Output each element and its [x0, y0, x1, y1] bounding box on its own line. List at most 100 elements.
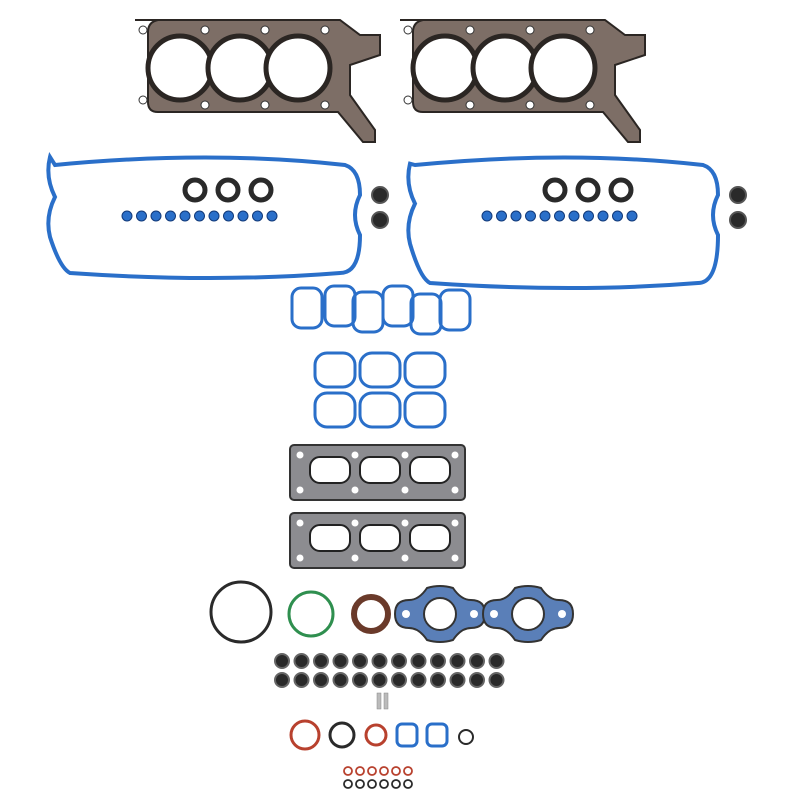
- bolt-hole: [351, 451, 359, 459]
- bolt-hole: [401, 451, 409, 459]
- intake-port-seal: [358, 391, 402, 429]
- green-o-ring: [287, 590, 335, 638]
- grommet: [597, 210, 609, 222]
- valve-stem-seal: [449, 672, 466, 688]
- valve-stem-seal: [371, 653, 388, 669]
- bolt-hole: [296, 486, 304, 494]
- small-o-ring: [391, 779, 401, 789]
- grommet: [208, 210, 220, 222]
- bolt-hole: [260, 25, 270, 35]
- valve-stem-seal: [410, 672, 427, 688]
- bolt-hole: [401, 554, 409, 562]
- cam-seal: [729, 186, 747, 204]
- front-crank-seal: [351, 594, 391, 634]
- small-o-ring: [379, 766, 389, 776]
- bolt-hole: [490, 610, 498, 618]
- valve-stem-seal: [274, 672, 290, 688]
- grommet: [150, 210, 162, 222]
- valve-stem-seal: [469, 672, 485, 688]
- small-o-ring: [391, 766, 401, 776]
- intake-port-seal: [403, 391, 447, 429]
- bolt-hole: [585, 100, 595, 110]
- valve-stem-seal: [391, 672, 407, 688]
- spark-plug-tube-seal: [575, 177, 601, 203]
- intake-port-seal: [403, 351, 447, 389]
- grommet: [121, 210, 133, 222]
- bolt-hole: [525, 100, 535, 110]
- grommet: [626, 210, 638, 222]
- exhaust-port: [309, 456, 351, 484]
- head-gasket-right: [400, 19, 646, 143]
- valve-stem-seal: [352, 653, 368, 669]
- valve-stem-seal: [410, 653, 427, 669]
- o-ring: [364, 723, 388, 747]
- bolt-hole: [296, 451, 304, 459]
- bolt-hole: [320, 100, 330, 110]
- grommet: [266, 210, 278, 222]
- valve-stem-seal: [391, 653, 407, 669]
- bolt-hole: [402, 610, 410, 618]
- bolt-hole: [465, 100, 475, 110]
- small-o-ring: [367, 766, 377, 776]
- grommet: [539, 210, 551, 222]
- valve-cover-gasket-right: [406, 155, 747, 290]
- exhaust-port: [359, 524, 401, 552]
- intake-port: [351, 290, 385, 334]
- valve-stem-seal: [313, 653, 329, 669]
- small-o-ring: [367, 779, 377, 789]
- valve-cover-gasket-left: [46, 151, 389, 280]
- cylinder-bore: [145, 33, 215, 103]
- cam-seal: [729, 211, 747, 229]
- cam-seal: [371, 211, 389, 229]
- bolt-hole: [296, 554, 304, 562]
- flange-gasket-2: [481, 585, 575, 643]
- bolt-hole: [585, 25, 595, 35]
- intake-port-seal: [313, 391, 357, 429]
- cylinder-bore: [470, 33, 540, 103]
- grommet: [136, 210, 147, 222]
- grommet: [496, 210, 507, 222]
- valve-stem-seal: [430, 672, 446, 688]
- cylinder-bore: [410, 33, 480, 103]
- spark-plug-tube-seal: [542, 177, 568, 203]
- valve-stem-seal: [274, 653, 290, 669]
- bolt-hole: [351, 486, 359, 494]
- intake-port: [323, 284, 357, 328]
- cylinder-bore: [528, 33, 598, 103]
- bolt-hole: [138, 95, 148, 105]
- valve-stem-seal: [430, 653, 446, 669]
- grommet: [237, 210, 249, 222]
- bolt-hole: [525, 25, 535, 35]
- spark-plug-tube-seal: [248, 177, 274, 203]
- grommet: [165, 210, 176, 222]
- grommet: [510, 210, 522, 222]
- o-ring: [289, 719, 321, 751]
- valve-stem-seal: [332, 672, 349, 688]
- intake-port: [381, 284, 415, 328]
- square-seal: [425, 722, 449, 748]
- grommet: [481, 210, 493, 222]
- bolt-hole: [451, 519, 459, 527]
- flange-bore: [511, 597, 545, 631]
- o-ring: [328, 721, 356, 749]
- intake-manifold-gasket: [290, 284, 472, 336]
- intake-port: [438, 288, 472, 332]
- bolt-hole: [401, 519, 409, 527]
- grommet: [252, 210, 263, 222]
- bolt-hole: [351, 554, 359, 562]
- bolt-hole: [320, 25, 330, 35]
- grommet: [223, 210, 234, 222]
- bolt-hole: [451, 451, 459, 459]
- bolt-hole: [558, 610, 566, 618]
- head-gasket-left: [135, 19, 381, 143]
- exhaust-port: [409, 524, 451, 552]
- valve-stem-seal: [352, 672, 368, 688]
- bolt-hole: [451, 486, 459, 494]
- valve-stem-seal: [332, 653, 349, 669]
- small-o-ring: [343, 779, 353, 789]
- bolt-hole: [403, 95, 413, 105]
- bolt-hole: [200, 100, 210, 110]
- cylinder-bore: [205, 33, 275, 103]
- spark-plug-tube-seal: [608, 177, 634, 203]
